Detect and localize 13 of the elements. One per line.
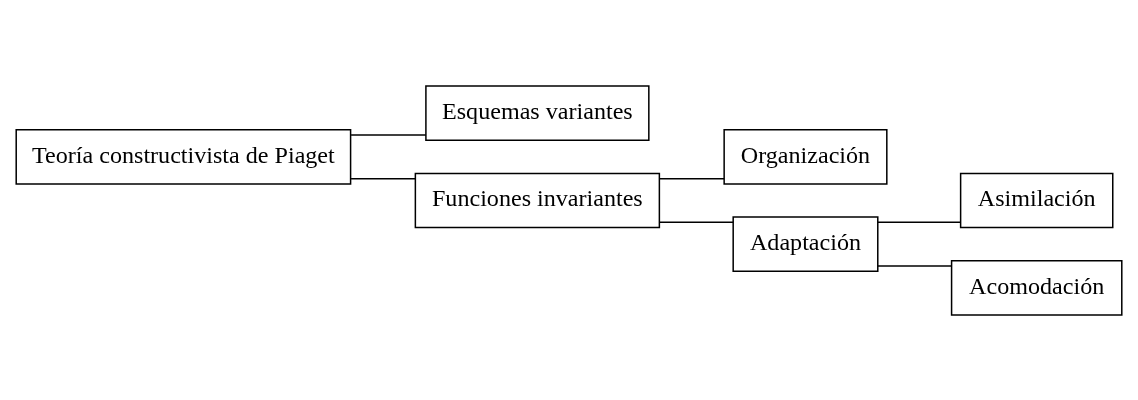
node-box: Asimilación bbox=[959, 172, 1114, 228]
node-box: Organización bbox=[723, 128, 888, 185]
connector bbox=[658, 177, 725, 179]
node-box: Funciones invariantes bbox=[414, 172, 661, 228]
node-box: Teoría constructivista de Piaget bbox=[15, 128, 352, 185]
connector bbox=[877, 221, 962, 223]
connector bbox=[877, 264, 953, 267]
node-box: Esquemas variantes bbox=[425, 84, 650, 141]
node-box: Adaptación bbox=[732, 215, 879, 272]
connector bbox=[658, 221, 734, 223]
node-box: Acomodación bbox=[950, 259, 1123, 316]
connector bbox=[350, 133, 427, 136]
connector bbox=[350, 177, 416, 179]
